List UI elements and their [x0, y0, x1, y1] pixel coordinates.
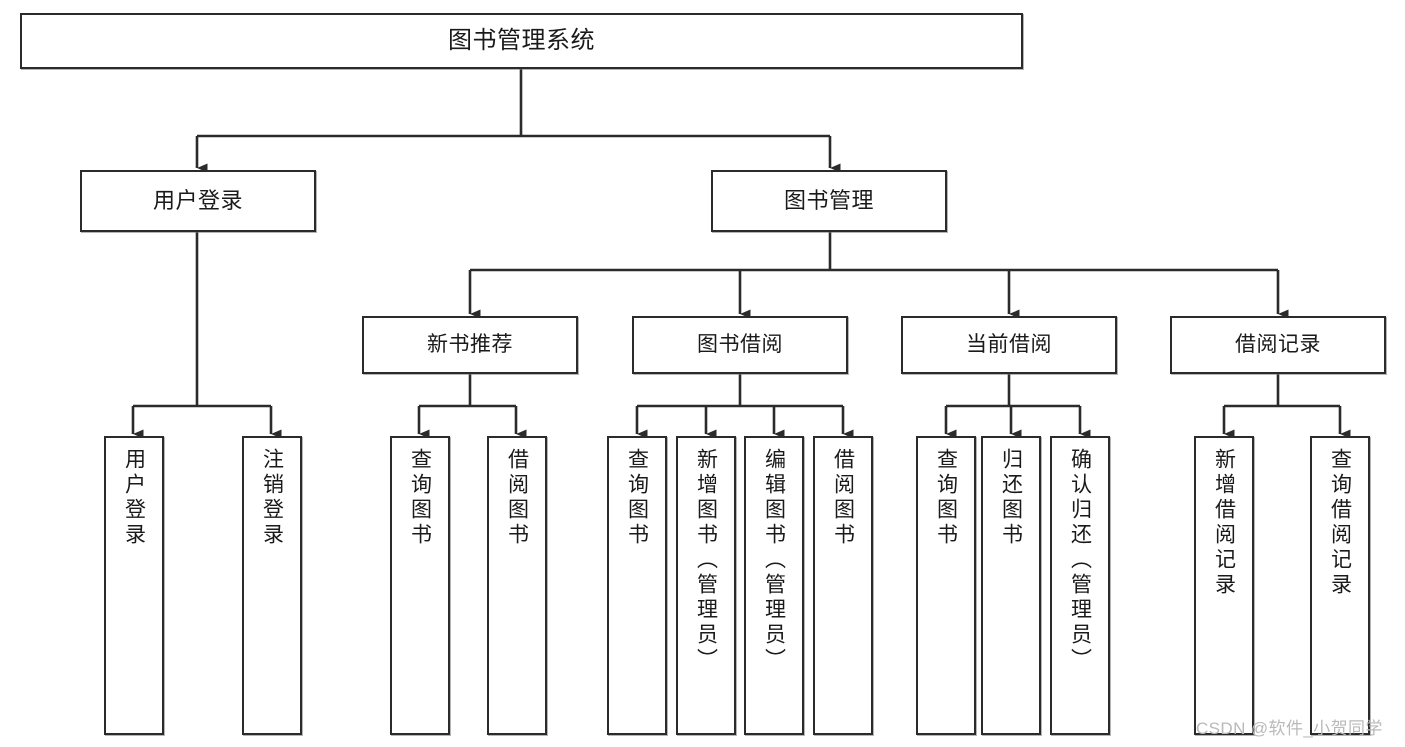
node-borrow-record[interactable]: 借阅记录 — [1170, 316, 1386, 374]
node-current-borrow[interactable]: 当前借阅 — [901, 316, 1117, 374]
node-book-manage-label: 图书管理 — [783, 187, 874, 213]
node-root-label: 图书管理系统 — [448, 26, 595, 54]
node-leaf-confirm-return-admin-label: 确认归还（管理员） — [1068, 448, 1092, 673]
node-book-borrow-label: 图书借阅 — [697, 333, 783, 357]
node-book-manage[interactable]: 图书管理 — [711, 170, 947, 232]
node-leaf-query-book-2-label: 查询图书 — [625, 448, 649, 548]
node-leaf-borrow-book-1[interactable]: 借阅图书 — [487, 436, 547, 735]
node-leaf-confirm-return-admin[interactable]: 确认归还（管理员） — [1050, 436, 1110, 735]
node-leaf-query-book-3[interactable]: 查询图书 — [916, 436, 976, 735]
node-leaf-add-book-admin-label: 新增图书（管理员） — [694, 448, 718, 673]
node-root[interactable]: 图书管理系统 — [20, 13, 1023, 69]
node-leaf-query-book-2[interactable]: 查询图书 — [607, 436, 667, 735]
node-leaf-query-book-1[interactable]: 查询图书 — [390, 436, 450, 735]
node-new-book-recommend[interactable]: 新书推荐 — [362, 316, 578, 374]
node-new-book-recommend-label: 新书推荐 — [427, 333, 513, 357]
node-user-login[interactable]: 用户登录 — [80, 170, 316, 232]
node-user-login-label: 用户登录 — [152, 187, 243, 213]
node-leaf-user-login[interactable]: 用户登录 — [104, 436, 164, 735]
node-leaf-borrow-book-2[interactable]: 借阅图书 — [813, 436, 873, 735]
node-borrow-record-label: 借阅记录 — [1235, 333, 1321, 357]
node-leaf-edit-book-admin-label: 编辑图书（管理员） — [762, 448, 786, 673]
node-leaf-user-login-label: 用户登录 — [122, 448, 146, 548]
node-leaf-return-book-label: 归还图书 — [999, 448, 1023, 548]
node-leaf-return-book[interactable]: 归还图书 — [981, 436, 1041, 735]
node-leaf-query-borrow-record-label: 查询借阅记录 — [1328, 448, 1352, 598]
node-current-borrow-label: 当前借阅 — [966, 333, 1052, 357]
node-leaf-logout-login[interactable]: 注销登录 — [242, 436, 302, 735]
node-leaf-borrow-book-2-label: 借阅图书 — [831, 448, 855, 548]
node-leaf-query-book-3-label: 查询图书 — [934, 448, 958, 548]
node-leaf-logout-login-label: 注销登录 — [260, 448, 284, 548]
node-leaf-add-borrow-record-label: 新增借阅记录 — [1212, 448, 1236, 598]
node-leaf-add-borrow-record[interactable]: 新增借阅记录 — [1194, 436, 1254, 735]
node-book-borrow[interactable]: 图书借阅 — [632, 316, 848, 374]
node-leaf-query-borrow-record[interactable]: 查询借阅记录 — [1310, 436, 1370, 735]
node-leaf-query-book-1-label: 查询图书 — [408, 448, 432, 548]
node-leaf-add-book-admin[interactable]: 新增图书（管理员） — [676, 436, 736, 735]
node-leaf-borrow-book-1-label: 借阅图书 — [505, 448, 529, 548]
node-leaf-edit-book-admin[interactable]: 编辑图书（管理员） — [744, 436, 804, 735]
